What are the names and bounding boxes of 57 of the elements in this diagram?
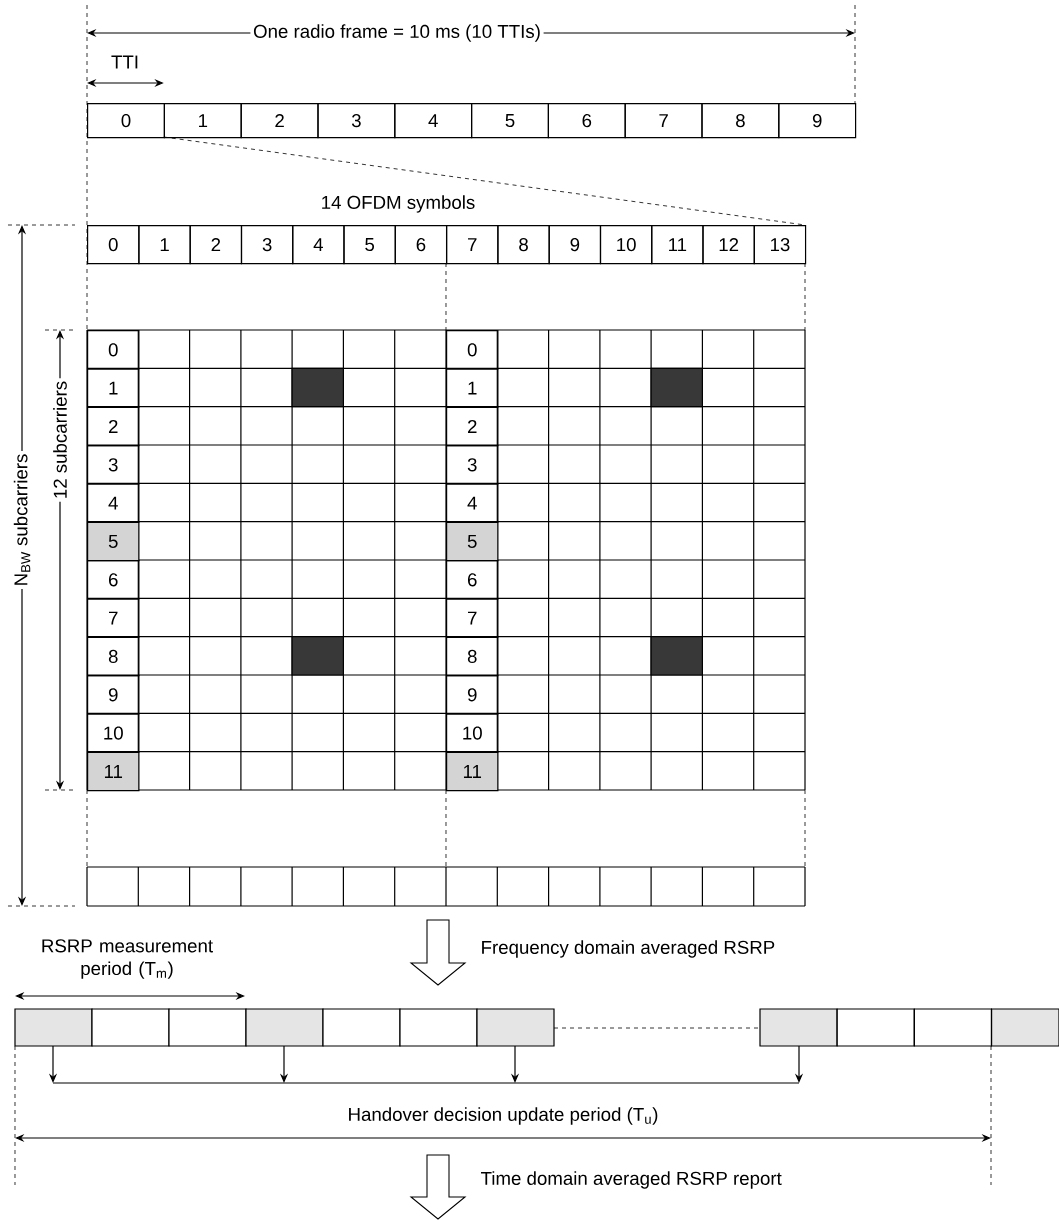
subcarrier-cell: 9: [446, 675, 499, 715]
symbol-cell: 9: [548, 225, 602, 265]
subcarrier-cell: 8: [87, 636, 140, 677]
subframe-cell: 6: [547, 103, 626, 139]
subcarrier-cell: 6: [87, 560, 140, 600]
dimension-label: RSRP measurement period (T$_{m}$): [42, 939, 213, 979]
subcarrier-cell: 3: [446, 445, 499, 485]
subframe-cell: 9: [778, 103, 857, 139]
subframe-cell: 0: [87, 103, 165, 139]
subcarrier-cell: 0: [446, 330, 499, 370]
dimension-label: TTI: [108, 52, 142, 72]
subcarrier-cell: 1: [87, 368, 140, 408]
subcarrier-cell: 7: [87, 598, 140, 638]
symbol-cell: 5: [343, 225, 396, 265]
subframe-cell: 3: [317, 103, 396, 139]
subframe-cell: 5: [471, 103, 549, 139]
subcarrier-cell: 6: [446, 560, 499, 600]
subcarrier-cell: 2: [87, 406, 140, 447]
symbol-cell: 11: [651, 225, 704, 265]
symbol-cell: 0: [87, 225, 140, 265]
symbol-cell: 10: [599, 225, 653, 265]
subcarrier-cell: 7: [446, 598, 499, 638]
subframe-cell: 7: [624, 103, 703, 139]
symbol-cell: 4: [292, 225, 345, 265]
subframe-cell: 4: [394, 103, 473, 139]
symbol-cell: 1: [138, 225, 191, 265]
subcarrier-cell: 11: [446, 751, 499, 792]
subcarrier-cell: 1: [446, 368, 499, 408]
subcarrier-cell: 5: [87, 521, 140, 562]
dimension-label: N$_{BW}$ subcarriers: [11, 451, 33, 589]
subcarrier-cell: 10: [87, 713, 140, 753]
subcarrier-cell: 4: [446, 483, 499, 523]
subcarrier-cell: 0: [87, 330, 140, 370]
note: Frequency domain averaged RSRP: [482, 940, 775, 958]
subcarrier-cell: 4: [87, 483, 140, 523]
subframe-cell: 8: [701, 103, 780, 139]
symbol-cell: 12: [702, 225, 755, 265]
subcarrier-cell: 5: [446, 521, 499, 562]
subcarrier-cell: 2: [446, 406, 499, 447]
symbol-cell: 3: [240, 225, 294, 265]
subcarrier-cell: 11: [87, 751, 140, 792]
symbol-cell: 8: [497, 225, 550, 265]
symbol-cell: 6: [394, 225, 448, 265]
dimension-label: One radio frame = 10 ms (10 TTIs): [250, 21, 544, 45]
subcarrier-cell: 3: [87, 445, 140, 485]
subcarrier-cell: 8: [446, 636, 499, 677]
dimension-label: Handover decision update period (T$_{u}$): [344, 1104, 662, 1128]
subcarrier-cell: 10: [446, 713, 499, 753]
subframe-cell: 1: [163, 103, 242, 139]
axis-label: 14 OFDM symbols: [322, 195, 475, 213]
symbol-cell: 2: [189, 225, 243, 265]
symbol-cell: 13: [753, 225, 807, 265]
subframe-cell: 2: [240, 103, 319, 139]
subcarrier-cell: 9: [87, 675, 140, 715]
symbol-cell: 7: [446, 225, 499, 265]
dimension-label: 12 subcarriers: [50, 378, 70, 502]
note: Time domain averaged RSRP report: [481, 1171, 782, 1189]
